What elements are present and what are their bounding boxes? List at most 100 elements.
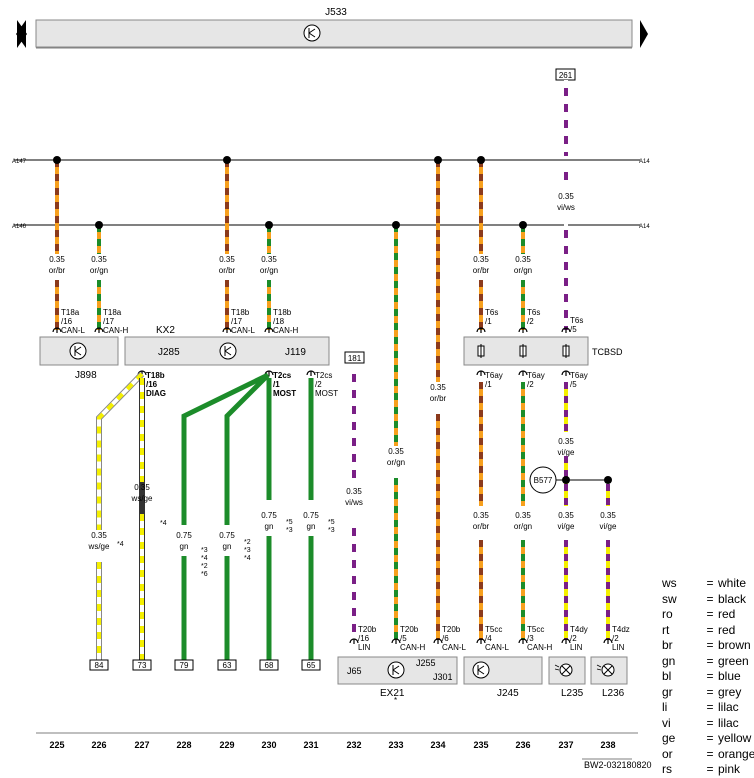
ref-box [89,659,109,671]
legend-code: bl [662,669,672,683]
pin-label: MOST [273,389,296,398]
pin-label: /18 [273,317,285,326]
wire-size-label: 0.35 [558,511,574,520]
legend-code: ge [662,731,676,745]
wire-size-label: 0.35 [473,255,489,264]
junction-dot [519,221,527,229]
wire-size-label: 0.35 [49,255,65,264]
wire-size-label: 0.35 [91,255,107,264]
wire-size-label: 0.75 [176,531,192,540]
junction-dot [53,156,61,164]
wire-color-label: or/br [473,522,490,531]
legend-code: rt [662,622,670,637]
pin-label: T6s [527,308,540,317]
pin-label: /6 [442,634,449,643]
j898-unit: J898 [39,336,119,381]
legend-row: gn=green [662,654,754,670]
wire-color-label: or/gn [514,522,532,531]
pin-label: CAN-H [400,643,426,652]
column-number: 235 [473,740,488,750]
note-label: *2 [244,539,251,546]
wire-size-label: 0.75 [219,531,235,540]
wire-size-label: 0.35 [91,531,107,540]
legend-name: blue [718,669,741,683]
bus-left-label: A147 [12,159,27,165]
legend-equals: = [706,638,714,652]
pin-label: T2cs [273,371,292,380]
legend-equals: = [706,622,714,637]
wire-color-label: ws/ge [131,494,153,503]
legend-name: red [718,607,736,621]
column-number: 227 [134,740,149,750]
wire-size-label: 0.35 [558,437,574,446]
pin-label: T20b [358,625,377,634]
pin-label: LIN [358,643,371,652]
junction-dot [223,156,231,164]
bus-left-label: A146 [12,224,27,230]
junction-dot [265,221,273,229]
l236-unit: L236 [590,656,628,699]
column-number: 229 [219,740,234,750]
bus-right-label: A14 [639,224,650,230]
ref-box-181 [344,351,365,364]
legend-equals: = [706,700,714,714]
column-number: 236 [515,740,530,750]
wire-size-label: 0.35 [261,255,277,264]
legend-row: br=brown [662,638,754,654]
transistor-icon [472,661,490,679]
legend-code: li [662,700,668,714]
legend-name: red [718,622,736,637]
kx2-label: KX2 [156,325,175,336]
pin-label: T18b [146,371,165,380]
pin-label: /5 [570,380,577,389]
column-number: 234 [430,740,445,750]
pin-label: MOST [315,389,338,398]
wire-segment [181,372,270,525]
junction-dot [392,221,400,229]
legend-name: yellow [718,731,752,745]
legend-equals: = [706,576,714,590]
ex21-unit: J65 J255 J301 EX21 * [337,656,458,705]
wire-color-label: vi/ws [557,203,575,212]
pin-label: /2 [527,317,534,326]
transistor-icon [303,24,321,42]
pin-label: /17 [103,317,115,326]
ref-box [301,659,321,671]
column-number: 231 [303,740,318,750]
j65-label: J65 [347,666,362,676]
wire-size-label: 0.35 [346,487,362,496]
ref-box [132,659,152,671]
legend-name: lilac [718,715,739,730]
ref-label: 68 [265,661,274,670]
pin-label: /17 [231,317,243,326]
wires: 0.35or/brT18a/16CAN-L0.35or/gnT18a/17CAN… [49,80,630,750]
legend-equals: = [706,715,714,730]
j119-label: J119 [285,347,306,358]
legend-equals: = [706,653,714,668]
column-number: 232 [346,740,361,750]
legend-code: or [662,746,673,761]
right-arrow-icon [640,20,648,48]
legend-name: pink [718,762,741,776]
pin-label: CAN-L [442,643,467,652]
legend-row: li=lilac [662,700,754,716]
note-label: *6 [201,571,208,578]
legend-row: gr=grey [662,685,754,701]
legend-code: gr [662,684,673,699]
wire-size-label: 0.75 [303,511,319,520]
b577-connector: B577 [529,466,608,494]
legend-name: black [718,591,747,606]
wire-segment [97,372,144,530]
lamp-icon [554,663,573,677]
fuse-icon [562,344,570,358]
ref-label: 65 [307,661,316,670]
wire-color-label: gn [223,542,232,551]
column-number: 228 [176,740,191,750]
legend-row: ge=yellow [662,731,754,747]
wire-color-label: gn [265,522,274,531]
legend-name: grey [718,684,742,699]
pin-label: LIN [570,643,583,652]
pin-label: CAN-L [231,326,256,335]
legend-row: or=orange [662,747,754,763]
wire-color-label: ws/ge [88,542,110,551]
